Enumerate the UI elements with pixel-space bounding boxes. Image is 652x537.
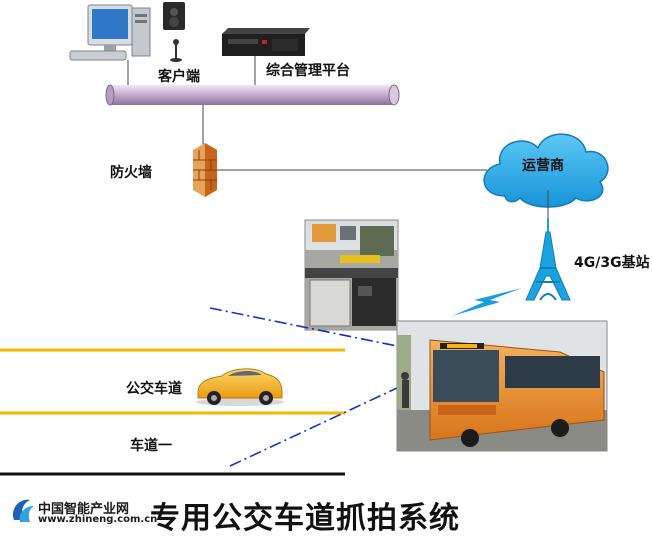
lane-one-label: 车道一 <box>130 438 172 454</box>
bus-photo <box>396 320 608 452</box>
platform-label: 综合管理平台 <box>266 63 350 79</box>
firewall-icon <box>193 143 217 197</box>
logo-name: 中国智能产业网 <box>38 502 130 517</box>
base-station-label: 4G/3G基站 <box>574 255 650 271</box>
firewall-label: 防火墙 <box>110 165 152 181</box>
speaker-icon <box>163 2 185 30</box>
car-icon <box>196 368 284 406</box>
base-station-tower-icon <box>525 218 571 301</box>
logo-mark-icon <box>12 499 34 522</box>
microphone-icon <box>170 39 182 62</box>
client-label: 客户端 <box>158 69 200 85</box>
client-computer-icon <box>69 4 151 61</box>
network-backbone-pipe <box>105 84 400 106</box>
logo-url: www.zhineng.com.cn <box>38 514 158 525</box>
wireless-signal-icon <box>452 288 522 316</box>
server-icon <box>222 28 310 56</box>
operator-label: 运营商 <box>522 158 564 174</box>
bus-lane-label: 公交车道 <box>126 381 182 397</box>
diagram-title: 专用公交车道抓拍系统 <box>150 501 460 536</box>
capture-photo <box>304 219 399 331</box>
camera-sight-lines <box>209 307 398 467</box>
operator-cloud-icon <box>483 133 609 208</box>
site-logo: 中国智能产业网 www.zhineng.com.cn <box>10 496 157 530</box>
